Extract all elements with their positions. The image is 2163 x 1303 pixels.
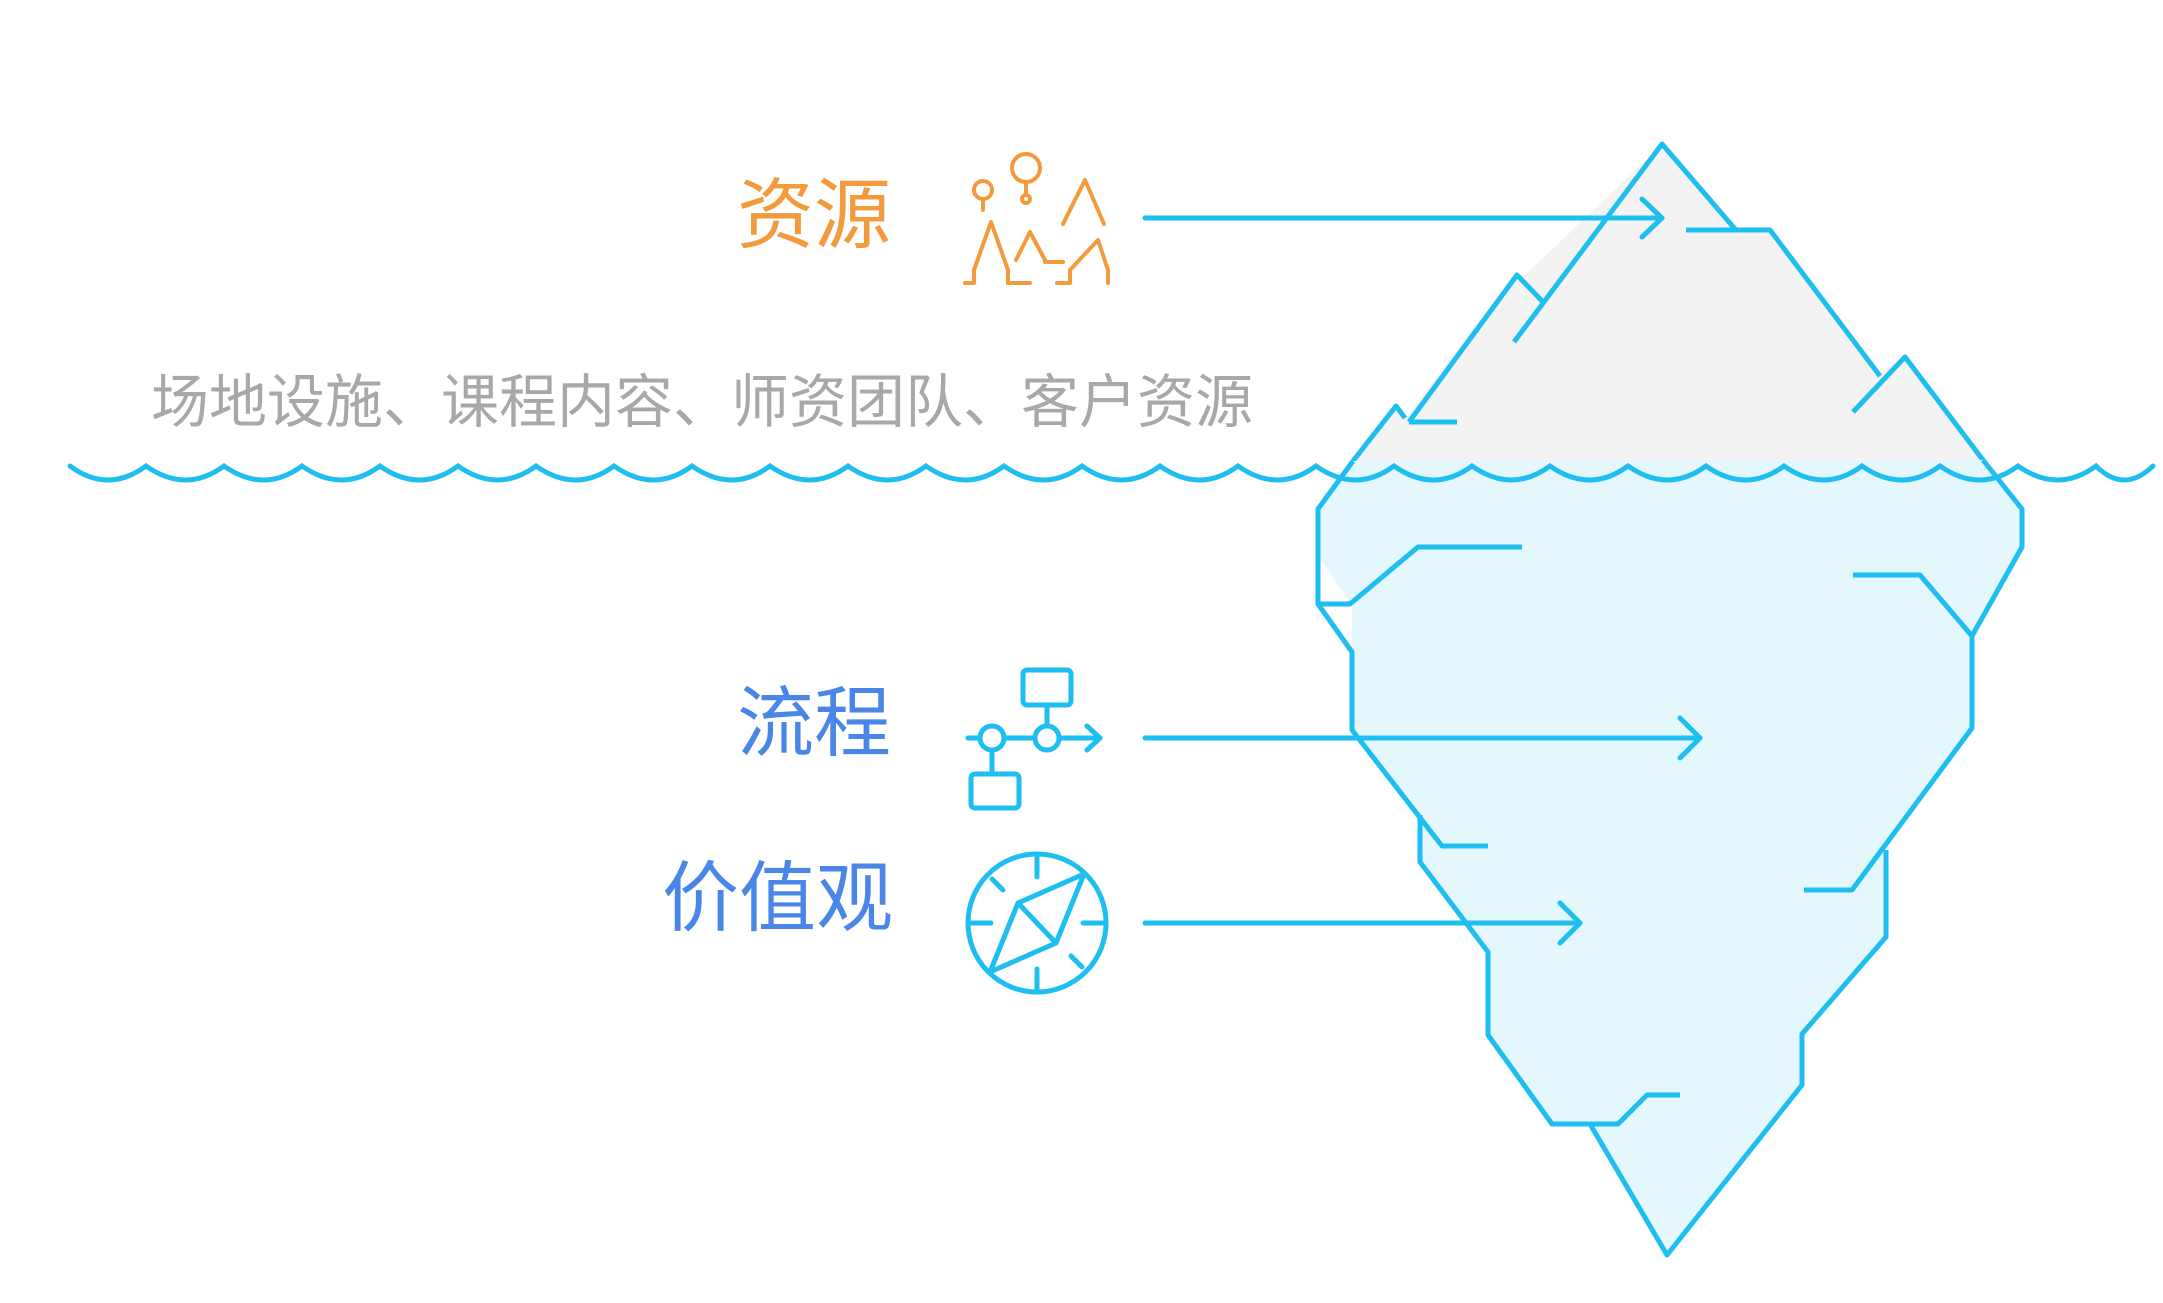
arrow-resources	[1142, 196, 1665, 240]
resources-description: 场地设施、课程内容、师资团队、客户资源	[151, 368, 1254, 436]
iceberg-top	[1351, 141, 1985, 463]
arrow-process	[1142, 715, 1703, 761]
mountains-balloon-icon	[963, 152, 1110, 285]
process-title: 流程	[737, 680, 891, 769]
resources-title: 资源	[737, 172, 891, 261]
arrow-values	[1142, 900, 1583, 946]
values-title: 价值观	[662, 855, 893, 944]
compass-icon	[965, 851, 1109, 995]
process-flow-icon	[965, 667, 1103, 811]
water-line	[67, 462, 2156, 483]
iceberg-bottom	[1315, 458, 2025, 1258]
